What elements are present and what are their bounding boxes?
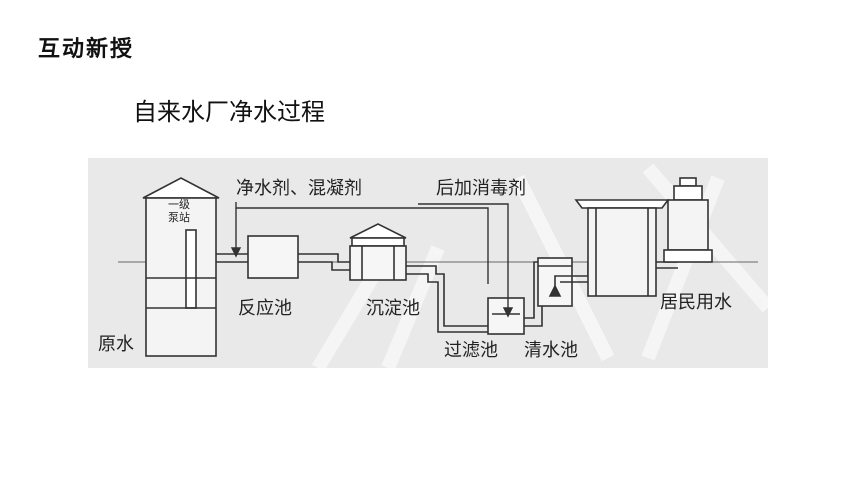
pipe-pump-to-reaction <box>216 253 248 263</box>
sedimentation-tank <box>349 223 407 281</box>
pump-station <box>142 177 220 357</box>
filter-tank-label: 过滤池 <box>444 340 498 361</box>
residential-label: 居民用水 <box>660 292 732 313</box>
sedimentation-tank-label: 沉淀池 <box>366 298 420 319</box>
water-tower <box>663 177 713 263</box>
filter-tank <box>487 297 525 335</box>
pipe-sedimentation-to-filter <box>406 265 488 333</box>
reaction-tank <box>247 235 299 279</box>
reaction-tank-label: 反应池 <box>238 298 292 319</box>
pump-station-label-line2: 泵站 <box>168 210 190 224</box>
dosing-line-coagulant <box>235 202 489 284</box>
pump-station-label-line1: 一级 <box>168 198 190 211</box>
section-title: 互动新授 <box>38 37 135 62</box>
water-treatment-diagram: 一级 泵站 原水 净水剂、混凝剂 后加消毒剂 反应池 沉淀池 过滤池 清水池 居… <box>88 158 768 368</box>
dosing-line-disinfectant <box>418 203 509 308</box>
slide-heading: 自来水厂净水过程 <box>133 98 325 126</box>
source-label: 原水 <box>98 334 134 355</box>
clear-water-tank-label: 清水池 <box>524 340 578 361</box>
pipe-reaction-to-sedimentation <box>298 253 350 271</box>
disinfectant-arrow-icon <box>502 307 514 318</box>
residential-building <box>574 199 670 297</box>
additive-2-label: 后加消毒剂 <box>436 178 526 199</box>
additive-1-label: 净水剂、混凝剂 <box>236 178 362 199</box>
